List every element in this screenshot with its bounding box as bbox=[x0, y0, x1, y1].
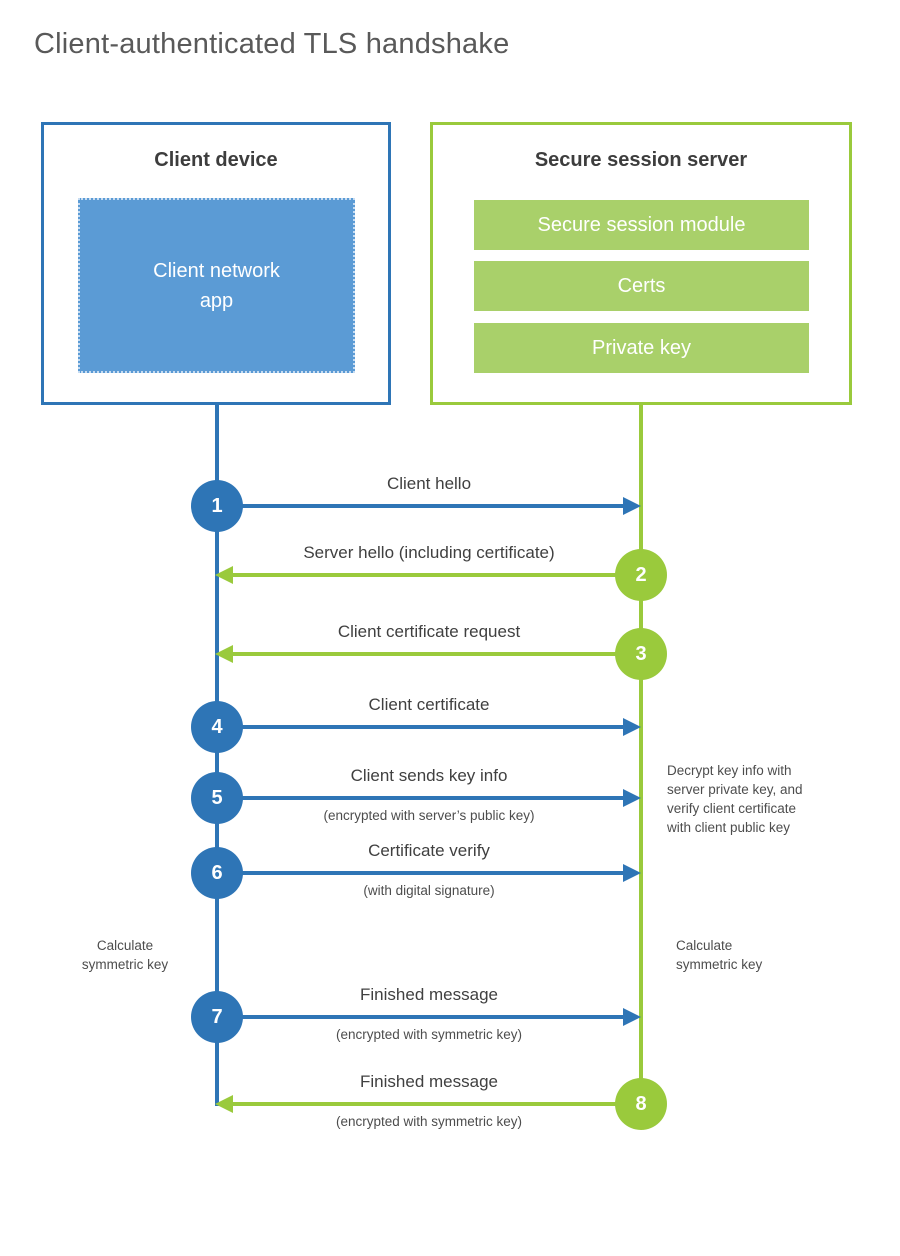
client-network-app-box: Client network app bbox=[78, 198, 355, 373]
page-title: Client-authenticated TLS handshake bbox=[34, 28, 510, 60]
client-lifeline bbox=[215, 405, 219, 1106]
step-number-badge: 6 bbox=[191, 847, 243, 899]
message-label: Client sends key info bbox=[350, 766, 508, 785]
step-number-badge: 3 bbox=[615, 628, 667, 680]
message-sublabel: (encrypted with symmetric key) bbox=[335, 1027, 523, 1042]
step-number-badge: 1 bbox=[191, 480, 243, 532]
arrow-left-icon bbox=[215, 1095, 233, 1113]
arrow-line bbox=[233, 1102, 639, 1106]
message-label: Server hello (including certificate) bbox=[303, 543, 555, 562]
message-label: Finished message bbox=[360, 1072, 498, 1091]
message-label: Certificate verify bbox=[368, 841, 490, 860]
server-module-certs: Certs bbox=[474, 261, 809, 311]
arrow-line bbox=[219, 725, 623, 729]
arrow-right-icon bbox=[623, 864, 641, 882]
arrow-line bbox=[219, 796, 623, 800]
arrow-line bbox=[219, 1015, 623, 1019]
arrow-line bbox=[219, 504, 623, 508]
step-number-badge: 8 bbox=[615, 1078, 667, 1130]
message-label: Client certificate request bbox=[337, 622, 521, 641]
server-calculate-note: Calculate symmetric key bbox=[676, 938, 763, 972]
server-lifeline bbox=[639, 405, 643, 1107]
message-label: Finished message bbox=[360, 985, 498, 1004]
arrow-right-icon bbox=[623, 1008, 641, 1026]
step-number-badge: 5 bbox=[191, 772, 243, 824]
secure-session-server-box: Secure session server Secure session mod… bbox=[430, 122, 852, 405]
step-number-badge: 2 bbox=[615, 549, 667, 601]
server-module-private-key: Private key bbox=[474, 323, 809, 373]
step-number-badge: 7 bbox=[191, 991, 243, 1043]
server-module-secure-session: Secure session module bbox=[474, 200, 809, 250]
arrow-right-icon bbox=[623, 789, 641, 807]
message-sublabel: (encrypted with symmetric key) bbox=[335, 1114, 523, 1129]
arrow-line bbox=[219, 871, 623, 875]
message-sublabel: (encrypted with server’s public key) bbox=[323, 808, 535, 823]
arrow-left-icon bbox=[215, 566, 233, 584]
message-label: Client hello bbox=[386, 474, 472, 493]
arrow-right-icon bbox=[623, 497, 641, 515]
secure-session-server-title: Secure session server bbox=[534, 149, 748, 171]
server-decrypt-note: Decrypt key info with server private key… bbox=[667, 763, 803, 835]
arrow-line bbox=[233, 652, 639, 656]
client-calculate-note: Calculate symmetric key bbox=[81, 938, 169, 972]
message-label: Client certificate bbox=[368, 695, 490, 714]
arrow-line bbox=[233, 573, 639, 577]
message-sublabel: (with digital signature) bbox=[363, 883, 495, 898]
arrow-right-icon bbox=[623, 718, 641, 736]
client-device-box: Client device Client network app bbox=[41, 122, 391, 405]
arrow-left-icon bbox=[215, 645, 233, 663]
client-device-title: Client device bbox=[154, 149, 278, 171]
step-number-badge: 4 bbox=[191, 701, 243, 753]
